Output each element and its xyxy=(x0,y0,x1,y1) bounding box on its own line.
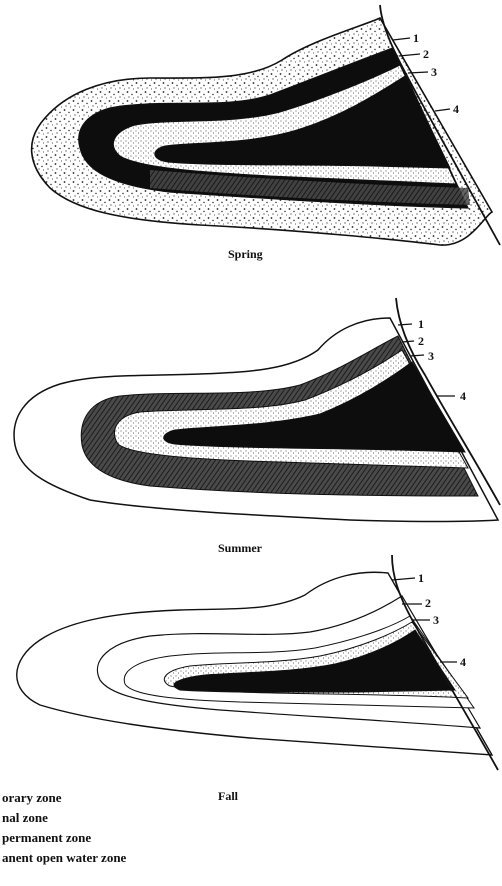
summer-label-4: 4 xyxy=(460,389,466,403)
fall-label-1: 1 xyxy=(418,571,424,585)
spring-label-2: 2 xyxy=(423,47,429,61)
summer-leader-3 xyxy=(410,355,424,356)
panel-fall: 1 2 3 4 Fall xyxy=(17,555,498,803)
legend-item-1: orary zone xyxy=(2,790,62,805)
spring-label-4: 4 xyxy=(453,102,459,116)
legend: orary zone nal zone permanent zone anent… xyxy=(2,790,127,865)
fall-caption: Fall xyxy=(218,789,239,803)
spring-caption: Spring xyxy=(228,247,263,261)
panel-summer: 1 2 3 4 Summer xyxy=(14,298,500,555)
summer-caption: Summer xyxy=(218,541,263,555)
summer-leader-1 xyxy=(398,324,412,325)
spring-label-1: 1 xyxy=(413,31,419,45)
legend-item-2: nal zone xyxy=(2,810,48,825)
spring-label-3: 3 xyxy=(431,65,437,79)
spring-leader-1 xyxy=(393,38,410,40)
fall-label-4: 4 xyxy=(460,655,466,669)
spring-leader-4 xyxy=(435,109,450,111)
panel-spring: 1 2 3 4 Spring xyxy=(32,5,500,261)
summer-label-3: 3 xyxy=(428,349,434,363)
legend-item-3: permanent zone xyxy=(2,830,91,845)
summer-label-1: 1 xyxy=(418,317,424,331)
legend-item-4: anent open water zone xyxy=(2,850,127,865)
fall-label-3: 3 xyxy=(433,613,439,627)
fall-label-2: 2 xyxy=(425,596,431,610)
summer-label-2: 2 xyxy=(418,334,424,348)
summer-leader-2 xyxy=(402,341,414,342)
